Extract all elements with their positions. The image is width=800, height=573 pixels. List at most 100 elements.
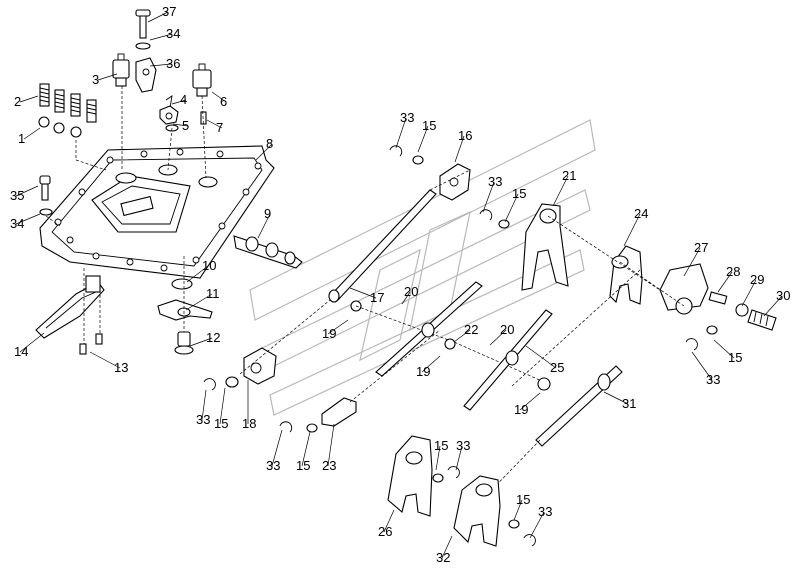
callout-label-c34a: 34	[166, 26, 180, 41]
callout-label-c10: 10	[202, 258, 216, 273]
callout-leader-c15f	[435, 445, 441, 471]
callout-leader-c8	[255, 143, 273, 161]
callout-leader-c15b	[713, 339, 735, 359]
callout-leader-c25	[525, 345, 557, 369]
callout-leader-c33d	[201, 389, 207, 421]
callout-leader-c4	[171, 99, 187, 105]
callout-leader-c20a	[401, 291, 411, 305]
callout-label-c28: 28	[726, 264, 740, 279]
fork-24	[609, 245, 643, 305]
callout-label-c20a: 20	[404, 284, 418, 299]
callout-label-c33f: 33	[456, 438, 470, 453]
callout-label-c2: 2	[14, 94, 21, 109]
callout-label-c15b: 15	[728, 350, 742, 365]
callout-leader-c3	[97, 73, 118, 81]
callout-label-c24: 24	[634, 206, 648, 221]
callout-leader-c19b	[421, 355, 441, 373]
callout-label-c32: 32	[436, 550, 450, 565]
callout-label-c36: 36	[166, 56, 180, 71]
rod-25	[511, 269, 641, 391]
callout-leader-c10	[186, 265, 209, 283]
callout-label-c19b: 19	[416, 364, 430, 379]
switch-3	[112, 53, 130, 87]
callout-label-c31: 31	[622, 396, 636, 411]
callout-leader-c7	[206, 119, 223, 129]
bracket-36	[135, 9, 157, 93]
callout-leader-c13	[89, 351, 121, 369]
holder-16	[389, 145, 471, 201]
callout-label-c33e: 33	[266, 458, 280, 473]
callout-leader-c2	[19, 95, 39, 103]
callout-label-c3: 3	[92, 72, 99, 87]
callout-leader-c33f	[455, 445, 463, 471]
callout-label-c25: 25	[550, 360, 564, 375]
callout-label-c1: 1	[18, 131, 25, 146]
callout-leader-c15c	[504, 193, 519, 223]
callout-label-c13: 13	[114, 360, 128, 375]
callout-label-c37: 37	[162, 4, 176, 19]
callout-leader-c19a	[327, 319, 349, 335]
shaft-31	[479, 365, 623, 503]
callout-leader-c15g	[513, 499, 523, 521]
callout-leader-c36	[149, 63, 173, 67]
callout-label-c15a: 15	[422, 118, 436, 133]
callout-label-c20b: 20	[500, 322, 514, 337]
callout-label-c33a: 33	[400, 110, 414, 125]
callout-leader-c33c	[482, 181, 495, 213]
rod-22	[444, 309, 553, 411]
switch-6	[192, 63, 212, 125]
callout-label-c15d: 15	[214, 416, 228, 431]
callout-leader-c29	[741, 279, 757, 307]
callout-label-c14: 14	[14, 344, 28, 359]
callout-label-c26: 26	[378, 524, 392, 539]
callout-label-c23: 23	[322, 458, 336, 473]
spring-4	[86, 99, 97, 123]
callout-leader-c24	[623, 213, 641, 247]
callout-label-c29: 29	[750, 272, 764, 287]
callout-label-c12: 12	[206, 330, 220, 345]
block-18	[203, 299, 331, 391]
callout-leader-c33a	[395, 117, 407, 149]
callout-label-c6: 6	[220, 94, 227, 109]
rod-17	[328, 189, 545, 383]
callout-leader-c35	[15, 185, 39, 197]
callout-label-c19a: 19	[322, 326, 336, 341]
callout-leader-c16	[454, 135, 465, 163]
callout-leader-c33b	[691, 351, 713, 381]
callout-leader-c23	[327, 423, 335, 467]
callout-leader-c32	[441, 535, 453, 559]
callout-leader-c30	[763, 295, 783, 317]
callout-label-c30: 30	[776, 288, 790, 303]
construction-lines	[121, 86, 685, 307]
callout-label-c33d: 33	[196, 412, 210, 427]
callout-label-c16: 16	[458, 128, 472, 143]
callout-label-c21: 21	[562, 168, 576, 183]
callout-leader-c34b	[15, 213, 41, 225]
callout-leader-c34a	[149, 33, 173, 41]
callout-leader-c27	[683, 247, 701, 277]
callout-label-c27: 27	[694, 240, 708, 255]
callout-leader-c14	[19, 332, 45, 353]
cover-plate	[39, 145, 275, 279]
callout-label-c33b: 33	[706, 372, 720, 387]
callout-label-c18: 18	[242, 416, 256, 431]
fork-21	[479, 203, 569, 291]
callout-label-c7: 7	[216, 120, 223, 135]
callout-label-c5: 5	[182, 118, 189, 133]
callout-leader-c31	[603, 391, 629, 405]
fork-32	[453, 475, 536, 547]
bracket-14	[35, 268, 105, 355]
callout-leader-c5	[172, 123, 189, 127]
callout-leader-c12	[189, 337, 213, 347]
callout-label-c15c: 15	[512, 186, 526, 201]
shaft-9	[233, 235, 303, 269]
callout-leader-c20b	[489, 329, 507, 346]
spring-1	[38, 83, 50, 128]
callout-label-c11: 11	[206, 286, 220, 301]
block-23	[279, 329, 441, 433]
callout-leader-c6	[211, 91, 227, 103]
callout-leader-c15d	[219, 387, 226, 425]
